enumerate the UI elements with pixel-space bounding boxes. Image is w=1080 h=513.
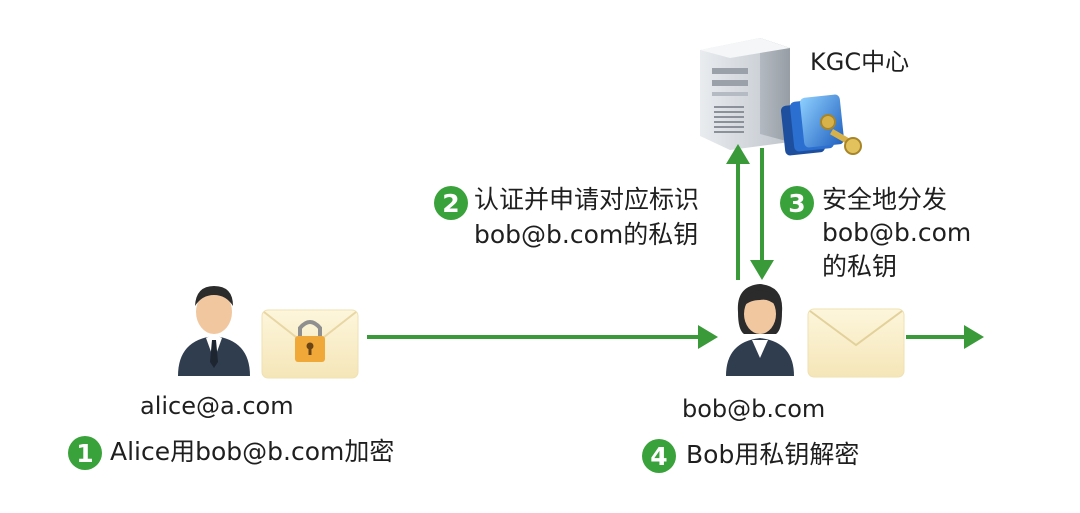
arrow-request-up xyxy=(726,144,750,280)
step-2-line-1: 认证并申请对应标识 xyxy=(474,185,700,214)
step-2-line-2: bob@b.com的私钥 xyxy=(474,220,699,249)
step-3-line-2: bob@b.com xyxy=(822,218,972,247)
key-cards-icon xyxy=(780,94,862,156)
envelope-icon xyxy=(807,308,905,378)
step-4-line-1: Bob用私钥解密 xyxy=(686,440,860,469)
step-3-line-3: 的私钥 xyxy=(822,252,898,281)
step-1-line-1: Alice用bob@b.com加密 xyxy=(110,437,395,466)
step-4-badge: 4 xyxy=(642,439,676,473)
step-3-badge: 3 xyxy=(780,186,814,220)
locked-envelope-icon xyxy=(261,309,359,379)
server-icon xyxy=(700,38,790,150)
bob-email-label: bob@b.com xyxy=(682,395,826,423)
step-2-badge: 2 xyxy=(434,186,468,220)
alice-email-label: alice@a.com xyxy=(140,392,294,420)
step-1-badge: 1 xyxy=(68,436,102,470)
kgc-label: KGC中心 xyxy=(810,48,910,76)
person-female-icon xyxy=(726,284,794,376)
step-3-line-1: 安全地分发 xyxy=(822,185,948,214)
arrow-distribute-down xyxy=(750,148,774,280)
arrow-send xyxy=(367,325,718,349)
person-male-icon xyxy=(178,286,250,376)
arrow-out xyxy=(906,325,984,349)
